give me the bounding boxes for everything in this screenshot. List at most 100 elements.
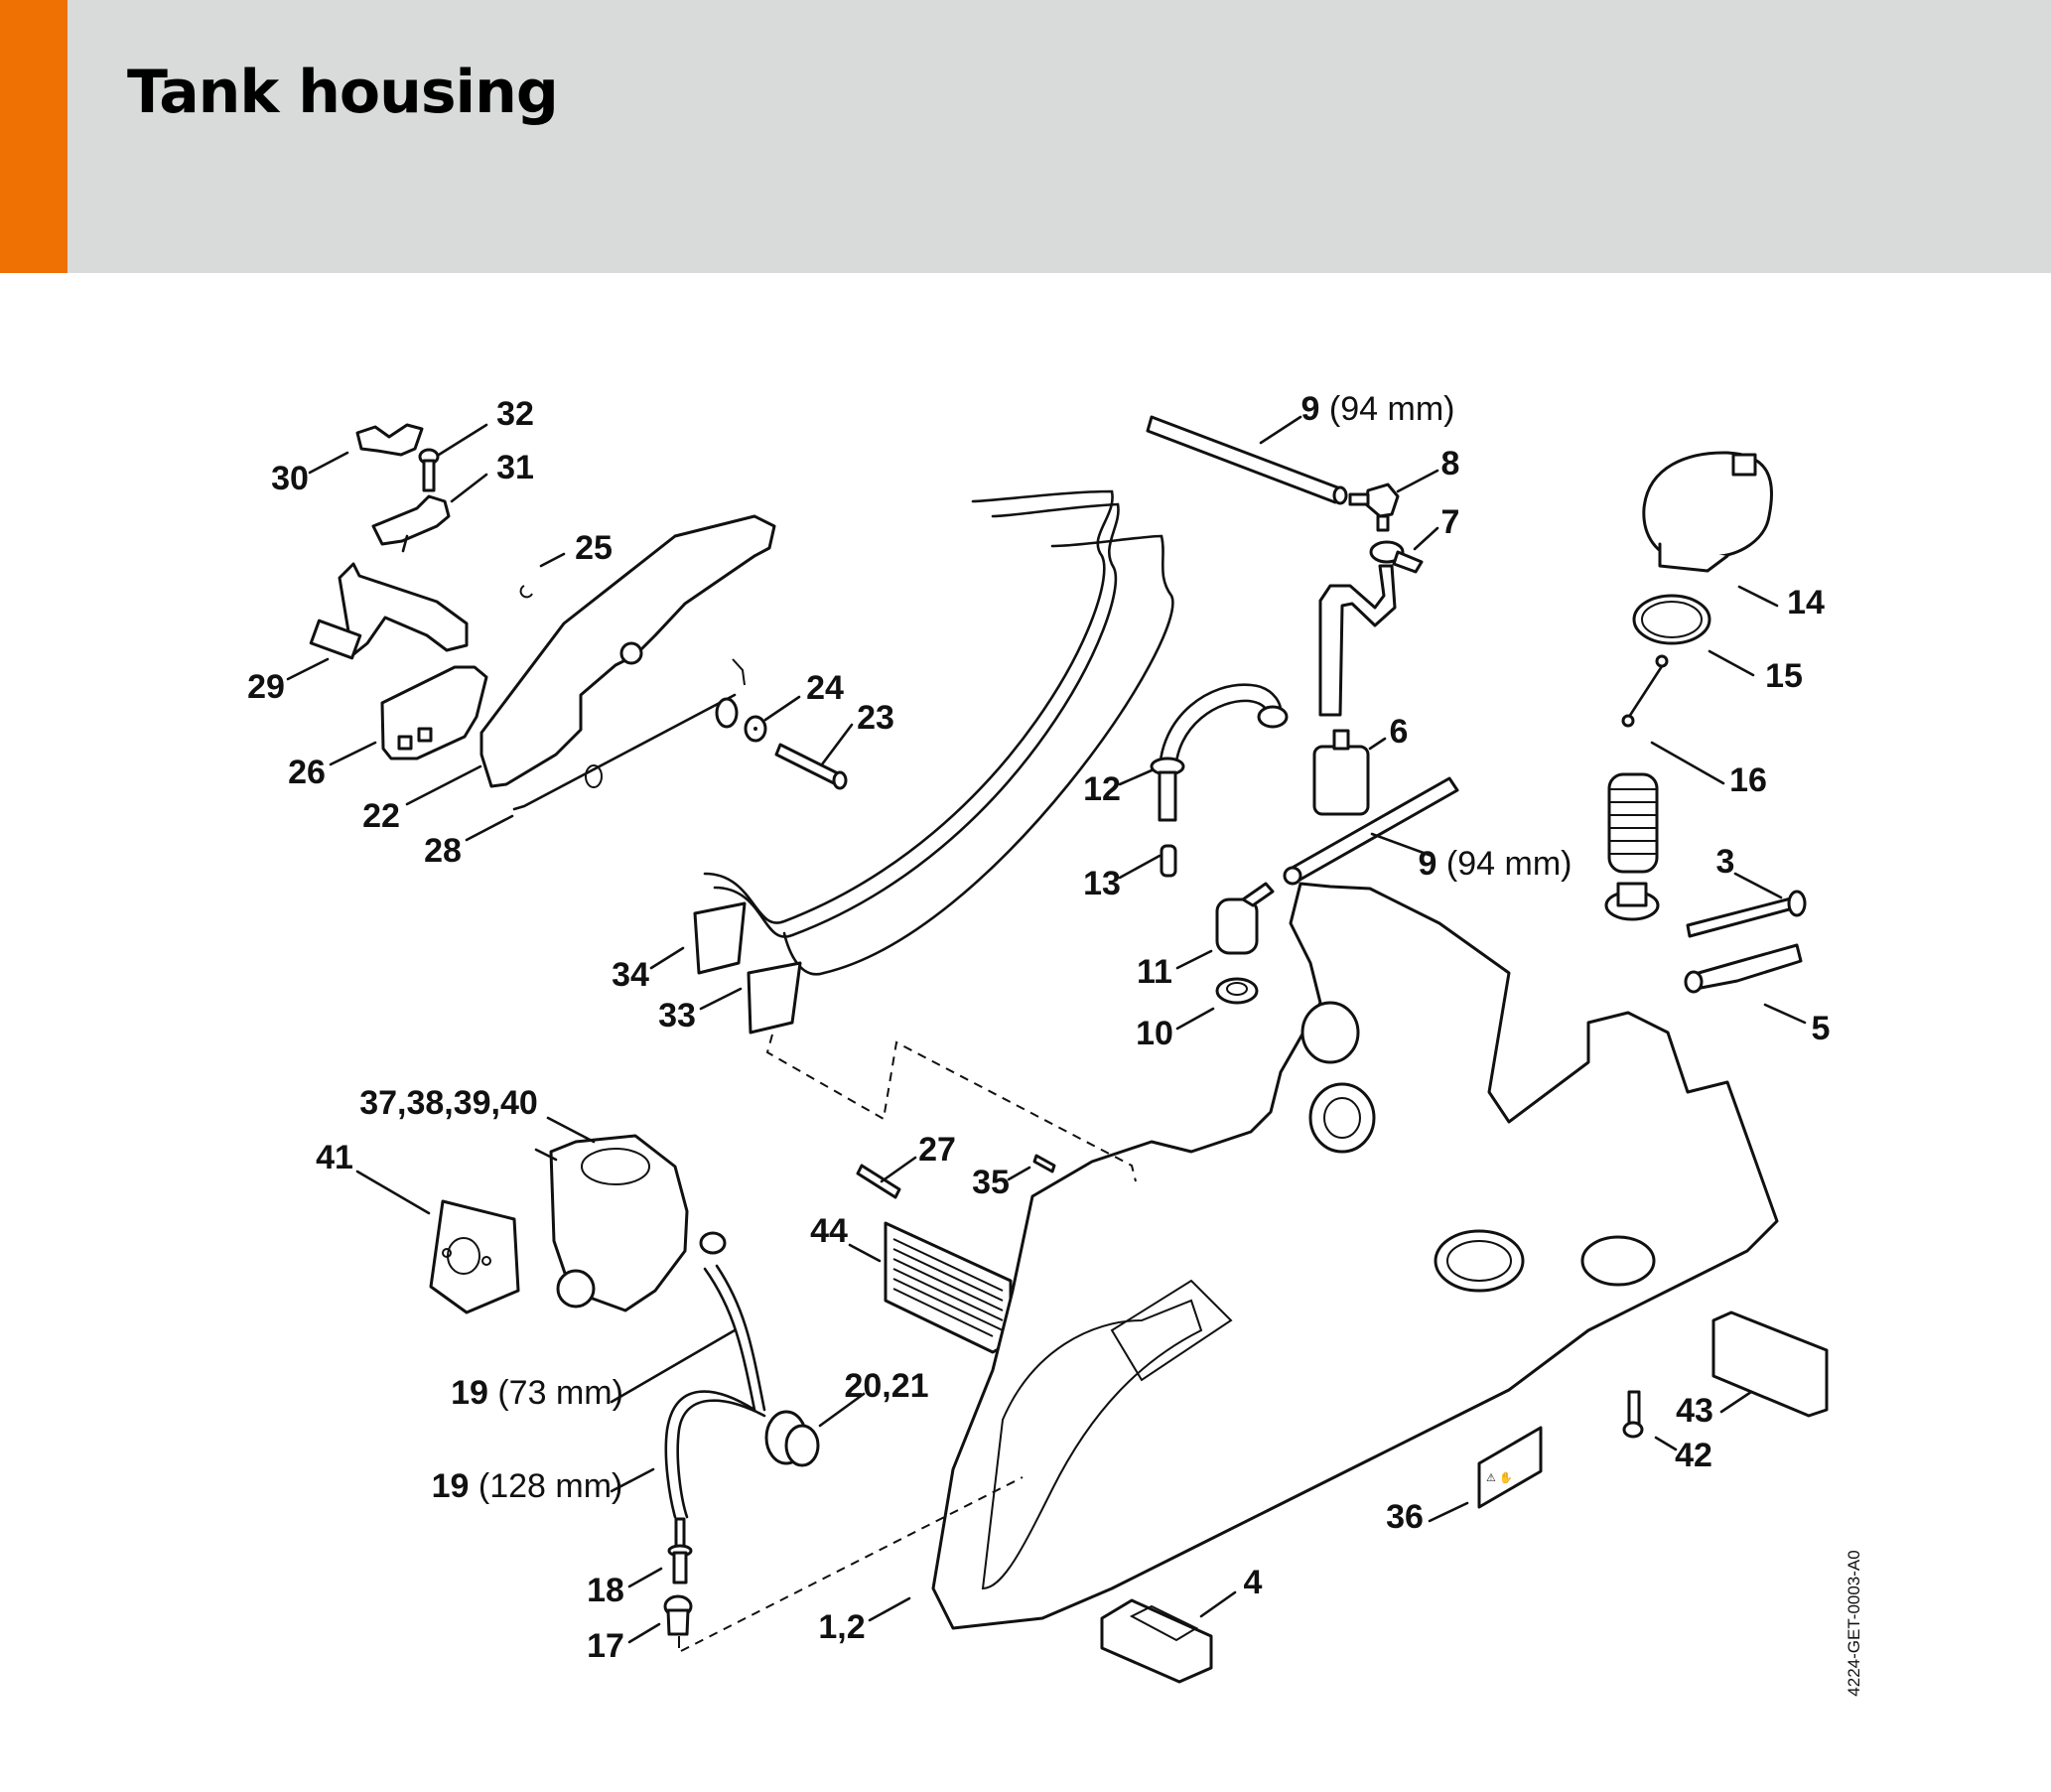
callout-number: 7 (1440, 503, 1460, 541)
callout-9-top[interactable]: 9 (94 mm) (1301, 392, 1455, 426)
callout-dimension: (94 mm) (1445, 845, 1572, 883)
part-20-purge-pump[interactable] (764, 1410, 820, 1467)
callout-15[interactable]: 15 (1765, 659, 1803, 693)
page-title: Tank housing (127, 58, 559, 127)
callout-12[interactable]: 12 (1083, 772, 1121, 806)
callout-41[interactable]: 41 (316, 1141, 353, 1174)
callout-23[interactable]: 23 (857, 701, 894, 735)
callout-17[interactable]: 17 (587, 1629, 624, 1663)
callout-36[interactable]: 36 (1386, 1500, 1424, 1534)
callout-number: 19 (451, 1374, 488, 1412)
callout-number: 35 (972, 1164, 1010, 1201)
part-23-pin[interactable] (774, 743, 848, 790)
callout-37-38-39-40[interactable]: 37,38,39,40 (359, 1086, 538, 1120)
callout-20-21[interactable]: 20,21 (844, 1369, 928, 1403)
part-33-switch[interactable] (747, 961, 802, 1034)
callout-18[interactable]: 18 (587, 1574, 624, 1607)
callout-19-73mm[interactable]: 19 (73 mm) (451, 1376, 623, 1410)
part-av-spring (1604, 772, 1660, 921)
part-5-buffer[interactable] (1684, 943, 1803, 994)
part-22-handle-molding[interactable] (479, 514, 776, 788)
callout-30[interactable]: 30 (271, 462, 309, 495)
callout-6[interactable]: 6 (1390, 715, 1409, 749)
callout-16[interactable]: 16 (1729, 763, 1767, 797)
part-16-retaining-strap[interactable] (1621, 654, 1669, 728)
part-9-hose-top[interactable] (1146, 415, 1348, 505)
part-12-fuel-hose[interactable] (1150, 683, 1289, 822)
callout-27[interactable]: 27 (918, 1133, 956, 1167)
part-6-strainer[interactable] (1312, 729, 1370, 816)
part-26-switch-shaft[interactable] (380, 665, 488, 760)
part-29-throttle-trigger[interactable] (309, 562, 469, 660)
callout-10[interactable]: 10 (1136, 1017, 1173, 1050)
part-19-fuel-hose-73mm[interactable] (703, 1264, 766, 1412)
part-15-o-ring[interactable] (1632, 594, 1711, 645)
part-44-grille[interactable] (884, 1221, 1013, 1354)
callout-28[interactable]: 28 (424, 834, 462, 868)
part-9-hose-middle[interactable] (1283, 776, 1459, 886)
callout-number: 24 (806, 669, 844, 707)
part-14-fuel-cap[interactable] (1642, 451, 1774, 573)
part-18-fitting[interactable] (667, 1517, 693, 1585)
part-37-carburetor[interactable] (534, 1134, 727, 1312)
part-35-pin[interactable] (1032, 1154, 1056, 1173)
part-3-screw[interactable] (1686, 890, 1807, 938)
callout-9-middle[interactable]: 9 (94 mm) (1419, 847, 1572, 881)
part-4-buffer[interactable] (1100, 1598, 1213, 1684)
callout-3[interactable]: 3 (1716, 845, 1735, 879)
part-19-fuel-hose-128mm[interactable] (664, 1390, 766, 1519)
callout-35[interactable]: 35 (972, 1166, 1010, 1199)
callout-44[interactable]: 44 (810, 1214, 848, 1248)
part-24-washer[interactable] (715, 697, 767, 743)
part-36-warning-label[interactable]: ⚠ ✋ (1477, 1426, 1543, 1509)
callout-13[interactable]: 13 (1083, 867, 1121, 900)
part-harness-wiring (703, 489, 1174, 976)
part-1-tank-housing[interactable] (931, 882, 1779, 1630)
part-10-grommet[interactable] (1215, 977, 1259, 1005)
callout-number: 23 (857, 699, 894, 737)
part-31-interlock-lever[interactable] (371, 494, 451, 553)
part-34-switch[interactable] (693, 901, 747, 975)
part-13-fitting[interactable] (1160, 844, 1177, 878)
callout-7[interactable]: 7 (1441, 505, 1460, 539)
callout-19-128mm[interactable]: 19 (128 mm) (432, 1469, 623, 1503)
callout-24[interactable]: 24 (806, 671, 844, 705)
callout-number: 25 (575, 529, 613, 567)
part-30-lever[interactable] (355, 423, 424, 457)
part-27-pin[interactable] (856, 1164, 901, 1199)
callout-14[interactable]: 14 (1787, 586, 1825, 620)
part-8-elbow[interactable] (1348, 482, 1400, 532)
leader-lines (286, 415, 1807, 1644)
callout-number: 19 (431, 1467, 470, 1505)
part-32-screw[interactable] (418, 448, 440, 492)
callout-29[interactable]: 29 (247, 670, 285, 704)
part-17-grommet[interactable] (663, 1594, 693, 1648)
callout-42[interactable]: 42 (1675, 1439, 1712, 1472)
callout-43[interactable]: 43 (1676, 1394, 1713, 1428)
part-7-grommet[interactable] (1369, 540, 1424, 574)
callout-number: 5 (1811, 1010, 1831, 1047)
part-28-torsion-spring[interactable] (512, 658, 746, 811)
callout-31[interactable]: 31 (496, 451, 534, 484)
drawing-reference-code: 4224-GET-0003-A0 (1845, 1550, 1863, 1697)
callout-22[interactable]: 22 (362, 799, 400, 833)
callout-33[interactable]: 33 (658, 999, 696, 1033)
callout-32[interactable]: 32 (496, 397, 534, 431)
callout-number: 3 (1715, 843, 1735, 881)
part-41-gasket[interactable] (429, 1199, 520, 1314)
part-11-valve[interactable] (1215, 882, 1275, 955)
part-42-screw[interactable] (1622, 1390, 1644, 1439)
callout-4[interactable]: 4 (1244, 1566, 1263, 1599)
callout-number: 34 (612, 956, 649, 994)
callout-26[interactable]: 26 (288, 756, 326, 789)
part-43-cover[interactable] (1711, 1310, 1829, 1418)
callout-8[interactable]: 8 (1441, 447, 1460, 481)
callout-25[interactable]: 25 (575, 531, 613, 565)
callout-number: 1,2 (818, 1608, 866, 1646)
callout-1-2[interactable]: 1,2 (818, 1610, 865, 1644)
callout-34[interactable]: 34 (612, 958, 649, 992)
callout-11[interactable]: 11 (1137, 955, 1172, 989)
callout-5[interactable]: 5 (1812, 1012, 1831, 1045)
callout-number: 9 (1418, 845, 1437, 883)
part-25-clip[interactable] (519, 585, 533, 599)
